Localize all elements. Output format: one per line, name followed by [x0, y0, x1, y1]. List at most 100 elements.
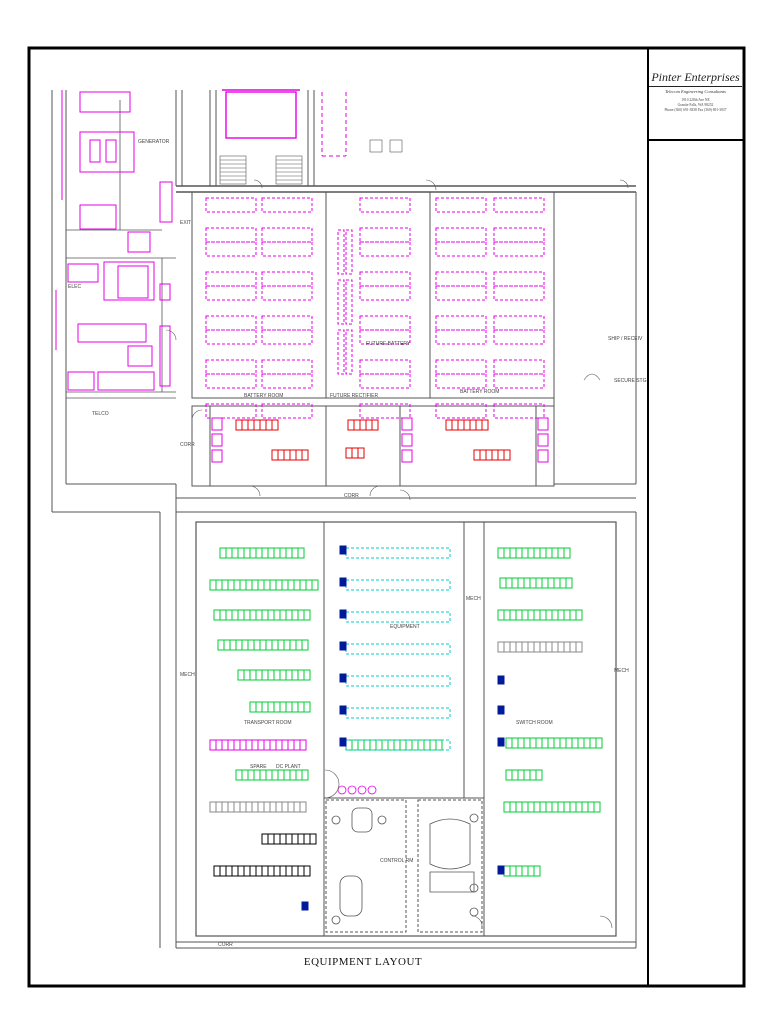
equipment-bay [301, 769, 309, 781]
equipment-bay [505, 577, 513, 589]
equipment-bay [533, 609, 541, 621]
equipment-bay [281, 579, 289, 591]
battery-rack [337, 329, 345, 375]
lineup-marker [497, 705, 505, 715]
equipment-bay [233, 579, 241, 591]
equipment-bay [265, 639, 273, 651]
equipment-bay [275, 739, 283, 751]
equipment-bay [239, 739, 247, 751]
equipment-bay [557, 547, 565, 559]
equipment-bay [255, 865, 263, 877]
equipment-bay [261, 833, 269, 845]
label-telco: TELCO [92, 411, 109, 417]
equipment-bay [235, 639, 243, 651]
rectifier-unit [277, 449, 285, 461]
battery-rack [435, 329, 487, 345]
battery-rack [359, 329, 411, 345]
equipment-bay [225, 547, 233, 559]
equipment-bay [213, 865, 221, 877]
door-swings [165, 179, 629, 929]
equipment-bay [569, 609, 577, 621]
battery-rack [493, 359, 545, 375]
panel-unit [211, 433, 223, 447]
rectifier-unit [283, 449, 291, 461]
equipment-bay [281, 801, 289, 813]
rectifier-unit [451, 419, 459, 431]
label-battery-room-1: BATTERY ROOM [244, 393, 283, 399]
equipment-bay [225, 609, 233, 621]
equipment-bay [541, 737, 549, 749]
battery-rack [345, 229, 353, 275]
battery-rack [359, 403, 411, 419]
company-tagline: Telecom Engineering Consultants [665, 89, 726, 94]
equipment-bay [235, 769, 243, 781]
equipment-bay [529, 737, 537, 749]
equipment-bay [539, 609, 547, 621]
panel-unit [401, 449, 413, 463]
equipment-bay [277, 639, 285, 651]
rectifier-unit [259, 419, 267, 431]
rectifier-unit [247, 419, 255, 431]
equipment-bay [297, 833, 305, 845]
equipment-bay [261, 669, 269, 681]
equipment-bay [215, 739, 223, 751]
equipment-bay [273, 669, 281, 681]
equipment-bay [299, 739, 307, 751]
equipment-bay [273, 701, 281, 713]
equipment-bay [541, 577, 549, 589]
equipment-bay [299, 801, 307, 813]
equipment-bay [273, 609, 281, 621]
rectifier-equipment [211, 417, 549, 463]
equipment-bay [261, 865, 269, 877]
equipment-bay [209, 739, 217, 751]
rectifier-unit [359, 419, 367, 431]
equipment-bay [267, 609, 275, 621]
equipment-bay [291, 865, 299, 877]
equipment-bay [239, 801, 247, 813]
panel-unit [401, 417, 413, 431]
lineup-marker [301, 901, 309, 911]
equipment-bay [221, 801, 229, 813]
equipment-bay [545, 609, 553, 621]
equipment-bay [245, 739, 253, 751]
equipment-bay [535, 769, 543, 781]
rectifier-unit [271, 449, 279, 461]
equipment-bay [303, 865, 311, 877]
equipment-bay [285, 669, 293, 681]
equipment-bay [295, 639, 303, 651]
equipment-bay [223, 639, 231, 651]
rectifier-unit [481, 419, 489, 431]
equipment-bay [267, 547, 275, 559]
equipment-bay [291, 701, 299, 713]
equipment-bay [209, 579, 217, 591]
battery-rack [205, 359, 257, 375]
lineup-marker [497, 865, 505, 875]
room-labels: GENERATOR ELEC TELCO BATTERY ROOM FUTURE… [68, 139, 647, 948]
battery-rack [261, 359, 313, 375]
label-dc-plant: DC PLANT [276, 764, 301, 770]
equipment-bay [285, 865, 293, 877]
equipment-bay [575, 641, 583, 653]
battery-rack [359, 285, 411, 301]
equipment-bay [551, 547, 559, 559]
control-room-furniture [331, 807, 479, 925]
equipment-bay [405, 739, 413, 751]
equipment-bay [351, 739, 359, 751]
lineup-marker [339, 609, 347, 619]
battery-rack [261, 285, 313, 301]
rectifier-unit [463, 419, 471, 431]
equipment-bay [285, 609, 293, 621]
battery-rack [261, 315, 313, 331]
equipment-bay [381, 739, 389, 751]
equipment-bay [277, 769, 285, 781]
equipment-bay [587, 801, 595, 813]
equipment-bay [285, 833, 293, 845]
rectifier-unit [497, 449, 505, 461]
left-wing-partitions [66, 100, 176, 399]
equipment-bay [273, 865, 281, 877]
transport-rack [345, 707, 451, 719]
rectifier-unit [357, 447, 365, 459]
lineup-marker [339, 641, 347, 651]
sheet-title: EQUIPMENT LAYOUT [303, 956, 423, 968]
battery-rack [359, 271, 411, 287]
